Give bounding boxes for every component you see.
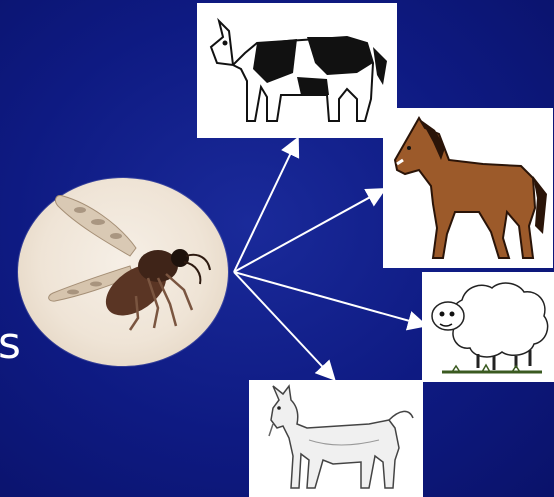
- horse-image: [383, 108, 553, 268]
- goat-icon: [249, 380, 423, 497]
- horse-icon: [383, 108, 553, 268]
- arrow-to-horse: [234, 190, 383, 272]
- goat-image: [249, 380, 423, 497]
- cow-icon: [197, 3, 397, 138]
- arrow-to-goat: [234, 272, 333, 378]
- sheep-icon: [422, 272, 554, 382]
- arrow-to-sheep: [234, 272, 424, 325]
- sheep-image: [422, 272, 554, 382]
- cow-image: [197, 3, 397, 138]
- arrow-to-cow: [234, 140, 297, 272]
